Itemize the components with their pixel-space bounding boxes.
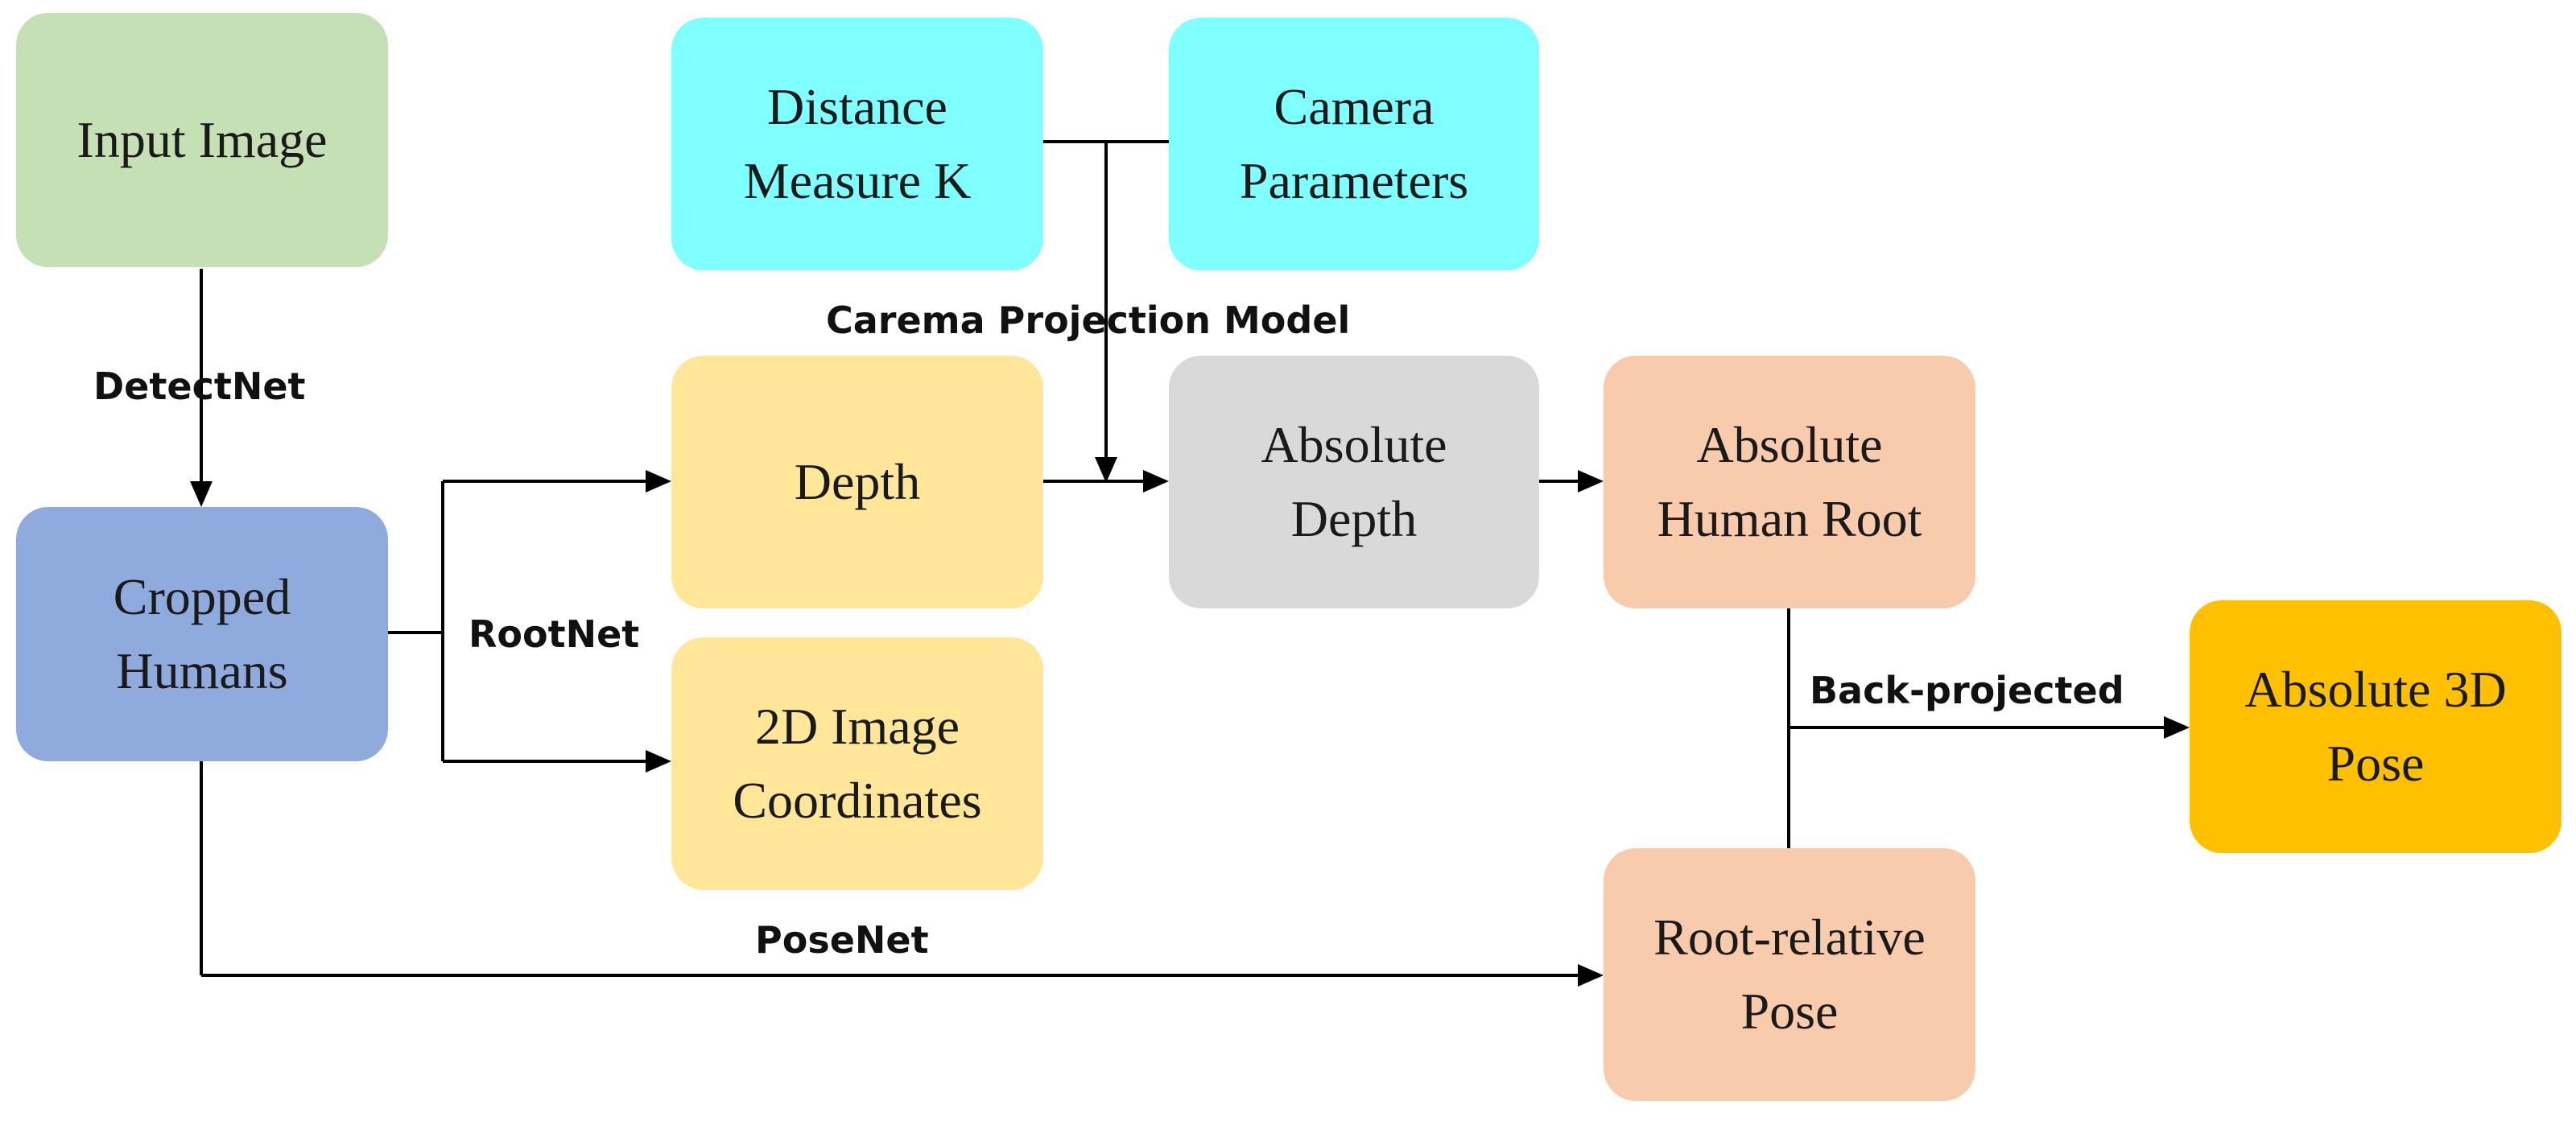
distance-measure-label-line-1: Distance [767,78,947,135]
rootnet-label: RootNet [469,612,640,656]
image-coordinates-node: 2D Image Coordinates [671,637,1043,890]
absolute-human-root-node: Absolute Human Root [1604,356,1975,608]
cropped-humans-label-line-2: Humans [116,642,288,699]
absolute-depth-label-line-1: Absolute [1261,416,1447,473]
camera-projection-model-label: Carema Projection Model [826,299,1351,342]
root-relative-pose-label-line-1: Root-relative [1653,909,1926,966]
depth-label: Depth [794,453,921,510]
distance-measure-label-line-2: Measure K [743,152,972,209]
image-coordinates-label-line-1: 2D Image [754,698,960,755]
image-coordinates-label-line-2: Coordinates [733,772,982,829]
detectnet-label: DetectNet [93,365,306,408]
root-relative-pose-label-line-2: Pose [1740,983,1839,1040]
camera-parameters-label-line-2: Parameters [1239,152,1469,209]
arrowhead-abs3d [2164,716,2190,739]
cropped-humans-label-line-1: Cropped [113,568,291,625]
arrowhead-projection [1095,457,1117,483]
input-image-label: Input Image [76,111,328,168]
arrowhead-coords [646,750,671,773]
absolute-human-root-label-line-1: Absolute [1696,416,1883,473]
posenet-label: PoseNet [755,918,929,962]
distance-measure-node: Distance Measure K [671,18,1043,270]
arrowhead-rootrel [1578,964,1604,987]
camera-parameters-node: Camera Parameters [1169,18,1539,270]
arrowhead-depth [646,470,671,492]
camera-parameters-label-line-1: Camera [1274,78,1435,135]
back-projected-label: Back-projected [1810,669,2124,712]
arrowhead-absdepth [1143,470,1169,492]
absolute-3d-pose-label-line-2: Pose [2326,735,2425,792]
depth-node: Depth [671,356,1043,608]
input-image-node: Input Image [16,13,388,267]
arrowhead-cropped [190,481,213,507]
absolute-3d-pose-node: Absolute 3D Pose [2190,600,2562,853]
absolute-depth-label-line-2: Depth [1290,490,1418,547]
absolute-human-root-label-line-2: Human Root [1657,490,1922,547]
arrowhead-humanroot [1578,470,1604,492]
cropped-humans-node: Cropped Humans [16,507,388,761]
absolute-depth-node: Absolute Depth [1169,356,1539,608]
root-relative-pose-node: Root-relative Pose [1604,848,1975,1101]
absolute-3d-pose-label-line-1: Absolute 3D [2244,661,2507,718]
